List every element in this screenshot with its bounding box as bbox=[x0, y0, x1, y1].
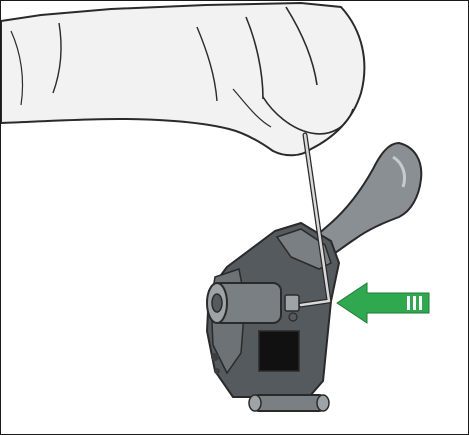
insert-arrow-icon bbox=[337, 283, 429, 323]
cartridge-icon bbox=[207, 223, 339, 411]
gloved-hand-icon bbox=[1, 3, 364, 155]
